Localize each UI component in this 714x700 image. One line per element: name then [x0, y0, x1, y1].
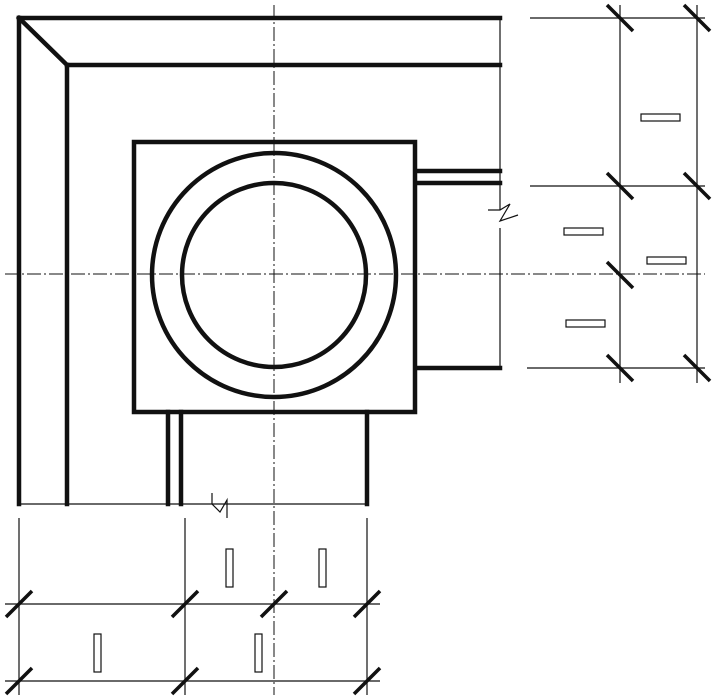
- dimension-tick: [682, 171, 712, 201]
- bottom-dimension-chain: [4, 518, 382, 696]
- dimension-label-bottom-upper-right: [318, 548, 327, 588]
- outer-l-wall: [15, 14, 503, 507]
- dimension-label-right-lower-outer: [565, 319, 606, 328]
- dimension-label-bottom-lower-left: [93, 633, 102, 673]
- dimension-label-right-middle-inner: [646, 256, 687, 265]
- dimension-tick: [605, 3, 635, 33]
- dimension-tick: [682, 353, 712, 383]
- inner-circle: [179, 180, 369, 370]
- break-symbol-bottom: [211, 493, 228, 518]
- dimension-tick: [352, 589, 382, 619]
- dimension-tick: [605, 260, 635, 290]
- right-pipe: [413, 168, 503, 371]
- dimension-tick: [4, 666, 34, 696]
- square-box: [131, 139, 418, 415]
- dimension-tick: [170, 666, 200, 696]
- dimension-tick: [605, 171, 635, 201]
- dimension-tick: [682, 3, 712, 33]
- dimension-label-bottom-upper-left: [225, 548, 234, 588]
- bottom-pipe: [19, 409, 370, 507]
- dimension-tick: [259, 589, 289, 619]
- dimension-tick: [4, 589, 34, 619]
- outer-circle: [149, 150, 399, 400]
- dimension-tick: [605, 353, 635, 383]
- dimension-tick: [352, 666, 382, 696]
- right-dimension-chain: [527, 3, 712, 383]
- dimension-label-right-middle-outer: [563, 227, 604, 236]
- dimension-tick: [170, 589, 200, 619]
- break-symbol-right: [488, 203, 519, 223]
- dimension-label-bottom-lower-middle: [254, 633, 263, 673]
- dimension-label-right-top: [640, 113, 681, 122]
